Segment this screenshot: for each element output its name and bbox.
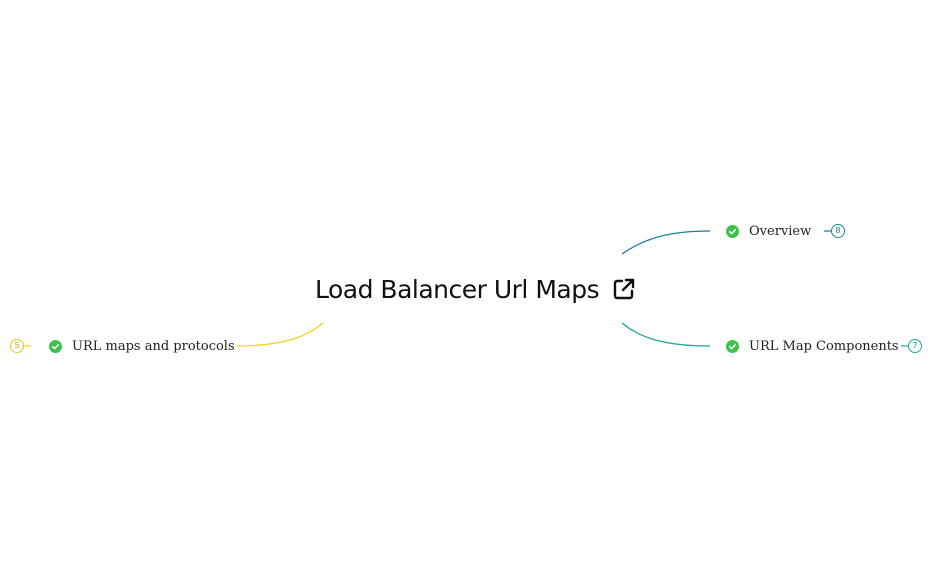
root-node[interactable]: Load Balancer Url Maps bbox=[315, 270, 636, 308]
node-label: Overview bbox=[749, 223, 812, 239]
node-url-maps-and-protocols[interactable]: URL maps and protocols bbox=[49, 336, 235, 356]
node-label: URL Map Components bbox=[749, 338, 899, 354]
node-url-map-components[interactable]: URL Map Components bbox=[726, 336, 899, 356]
connector-url-maps-protocols bbox=[235, 322, 324, 347]
check-circle-icon bbox=[49, 339, 62, 353]
child-count-badge[interactable]: 5 bbox=[10, 339, 24, 353]
check-circle-icon bbox=[726, 224, 739, 238]
connector-url-map-components bbox=[621, 322, 711, 347]
check-circle-icon bbox=[726, 339, 739, 353]
child-count-badge[interactable]: 7 bbox=[908, 339, 922, 353]
root-title: Load Balancer Url Maps bbox=[315, 274, 600, 304]
external-link-icon[interactable] bbox=[612, 277, 636, 301]
connector-overview bbox=[621, 230, 711, 255]
node-overview[interactable]: Overview bbox=[726, 221, 811, 241]
node-label: URL maps and protocols bbox=[72, 338, 235, 354]
child-count-badge[interactable]: 8 bbox=[831, 224, 845, 238]
